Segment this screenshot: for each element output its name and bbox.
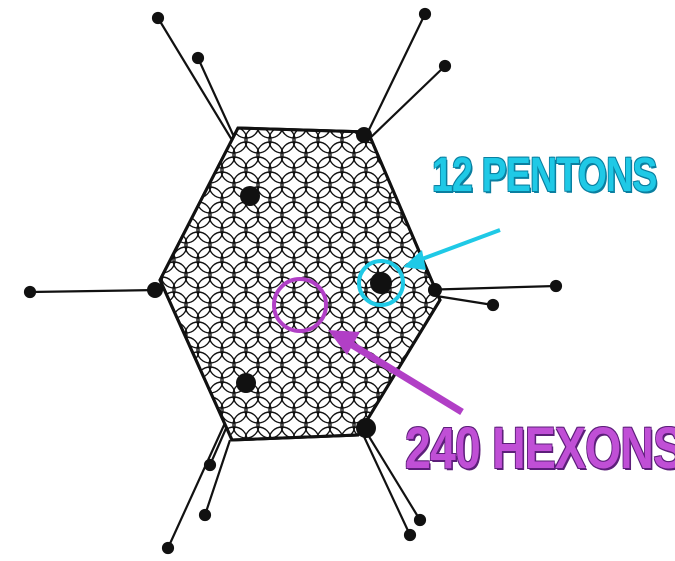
hexon bbox=[449, 352, 475, 378]
pentons-label: 12 PENTONS bbox=[432, 148, 657, 203]
hexon bbox=[401, 112, 427, 138]
hexon bbox=[389, 157, 415, 183]
hexon bbox=[137, 232, 163, 258]
hexon bbox=[161, 322, 187, 348]
hexon bbox=[161, 112, 187, 138]
hexon bbox=[461, 337, 487, 363]
hexon bbox=[461, 367, 487, 393]
hexon bbox=[149, 427, 175, 453]
hexon bbox=[449, 292, 475, 318]
hexon bbox=[137, 112, 163, 138]
hexon bbox=[425, 112, 451, 138]
hexon bbox=[461, 247, 487, 273]
hexon bbox=[197, 127, 223, 153]
hexon bbox=[461, 277, 487, 303]
fiber-shaft bbox=[365, 14, 425, 138]
hexon bbox=[437, 367, 463, 393]
hexon bbox=[161, 352, 187, 378]
fiber-shaft bbox=[30, 290, 158, 292]
hexons-label: 240 HEXONS bbox=[405, 415, 675, 482]
hexon bbox=[149, 217, 175, 243]
hexon bbox=[161, 412, 187, 438]
penton bbox=[240, 186, 260, 206]
hexon bbox=[149, 187, 175, 213]
hexon bbox=[137, 322, 163, 348]
hexon bbox=[137, 412, 163, 438]
hexon bbox=[185, 142, 211, 168]
fiber-knob bbox=[415, 515, 425, 525]
fiber-knob bbox=[551, 281, 561, 291]
penton bbox=[428, 283, 442, 297]
hexon bbox=[149, 157, 175, 183]
penton bbox=[370, 272, 392, 294]
hexon bbox=[173, 427, 199, 453]
hexon bbox=[137, 202, 163, 228]
hexon bbox=[437, 337, 463, 363]
hexon bbox=[449, 322, 475, 348]
hexon bbox=[149, 397, 175, 423]
hexon bbox=[377, 412, 403, 438]
fiber-shaft bbox=[205, 440, 230, 515]
hexon bbox=[161, 202, 187, 228]
hexon bbox=[149, 337, 175, 363]
hexon bbox=[425, 202, 451, 228]
fiber-knob bbox=[25, 287, 35, 297]
hexon bbox=[437, 217, 463, 243]
penton bbox=[147, 282, 163, 298]
hexon bbox=[173, 397, 199, 423]
penton bbox=[356, 127, 372, 143]
hexon bbox=[137, 352, 163, 378]
hexon bbox=[149, 367, 175, 393]
hexon bbox=[449, 112, 475, 138]
hexon bbox=[425, 322, 451, 348]
hexon bbox=[137, 142, 163, 168]
hexon bbox=[185, 412, 211, 438]
hexon bbox=[149, 127, 175, 153]
hexon bbox=[149, 307, 175, 333]
fiber-knob bbox=[163, 543, 173, 553]
hexon bbox=[389, 127, 415, 153]
hexon bbox=[401, 142, 427, 168]
hexon bbox=[449, 202, 475, 228]
fiber-knob bbox=[153, 13, 163, 23]
hexon bbox=[137, 172, 163, 198]
hexon bbox=[461, 307, 487, 333]
fiber-shaft bbox=[158, 18, 238, 150]
hexon bbox=[377, 112, 403, 138]
hexon bbox=[437, 307, 463, 333]
hexon bbox=[449, 262, 475, 288]
hexon bbox=[401, 172, 427, 198]
fiber-knob bbox=[405, 530, 415, 540]
hexon bbox=[425, 352, 451, 378]
hexon bbox=[161, 142, 187, 168]
hexon bbox=[197, 427, 223, 453]
hexon bbox=[185, 112, 211, 138]
hexon bbox=[137, 382, 163, 408]
hexon bbox=[173, 367, 199, 393]
hexon bbox=[413, 217, 439, 243]
hexon bbox=[173, 157, 199, 183]
fiber-knob bbox=[440, 61, 450, 71]
hexon bbox=[173, 127, 199, 153]
hexon bbox=[161, 382, 187, 408]
hexon bbox=[161, 172, 187, 198]
fiber-knob bbox=[420, 9, 430, 19]
penton bbox=[356, 418, 376, 438]
fiber-knob bbox=[193, 53, 203, 63]
fiber-knob bbox=[488, 300, 498, 310]
fiber-shaft bbox=[368, 66, 445, 140]
fiber-shaft bbox=[360, 428, 410, 535]
fiber-knob bbox=[200, 510, 210, 520]
penton bbox=[236, 373, 256, 393]
